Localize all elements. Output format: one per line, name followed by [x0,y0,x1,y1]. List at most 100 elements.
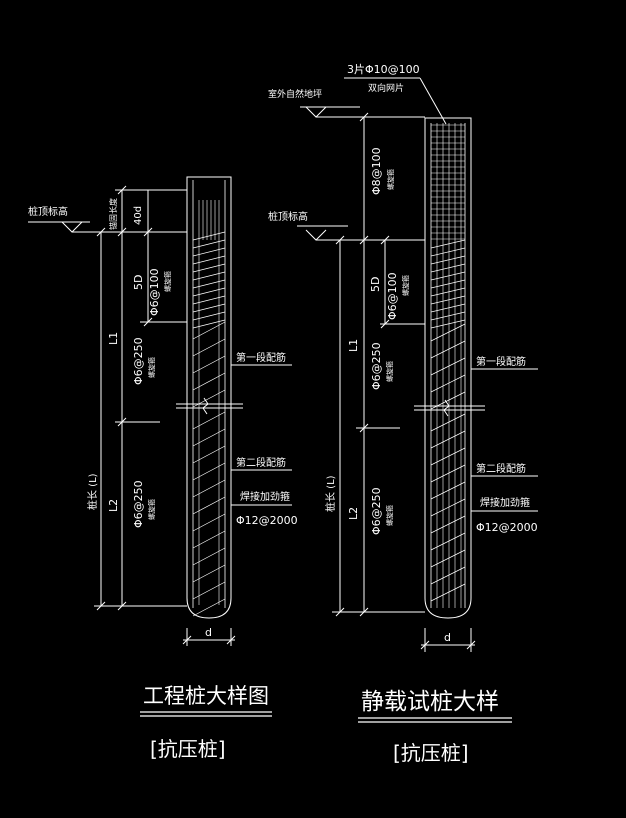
left-pile-top-label: 桩顶标高 [28,205,68,218]
right-pile-length: 桩长 (L) [324,475,337,512]
rebar-line [192,547,226,566]
rebar-line [430,413,466,432]
left-spiral-dense: Φ6@100 [148,268,161,316]
rebar-line [430,583,466,602]
rebar-line [192,303,226,313]
rebar-line [192,564,226,583]
rebar-line [192,462,226,481]
rebar-line [430,481,466,500]
right-mesh-label-2: 双向网片 [368,82,404,94]
rebar-line [192,355,226,374]
rebar-line [430,498,466,517]
right-ground-label: 室外自然地坪 [268,88,322,100]
rebar-line [192,279,226,289]
right-spiral-note-1: 螺旋箍 [401,275,410,296]
right-spiral-note-top: 螺旋箍 [386,169,395,190]
left-pile-length: 桩长 (L) [86,473,99,510]
rebar-line [430,340,466,359]
right-pile-detail [297,77,538,723]
left-diameter-label: d [205,626,212,639]
rebar-line [430,311,466,321]
left-spiral-stirrups [192,231,226,617]
rebar-line [192,295,226,305]
rebar-line [192,598,226,617]
rebar-line [430,295,466,305]
rebar-line [192,255,226,265]
right-section1-label: 第一段配筋 [476,355,526,368]
right-title: 静载试桩大样 [361,689,499,715]
rebar-line [192,581,226,600]
rebar-line [430,515,466,534]
rebar-line [430,303,466,313]
rebar-line [430,271,466,281]
left-pile-detail [28,176,292,717]
left-spiral-sparse: Φ6@250 [132,337,145,385]
right-stiffener-spec: Φ12@2000 [476,521,538,534]
rebar-line [430,566,466,585]
left-pile-outline [186,176,232,619]
right-dim-l1: L1 [347,339,360,352]
rebar-line [192,338,226,357]
left-pile-labels: 桩顶标高 锚固长度 40d 5D Φ6@100 螺旋箍 L1 Φ6@250 螺旋… [28,198,298,761]
rebar-line [430,323,466,342]
rebar-line [430,255,466,265]
rebar-line [192,263,226,273]
rebar-line [430,287,466,297]
left-spiral-note-3: 螺旋箍 [147,499,156,520]
left-stiffener-spec: Φ12@2000 [236,514,298,527]
rebar-line [430,263,466,273]
right-dim-l2: L2 [347,507,360,520]
right-pile-top-label: 桩顶标高 [268,210,308,223]
right-spiral-note-2: 螺旋箍 [385,361,394,382]
right-spiral-dense: Φ6@100 [386,272,399,320]
rebar-line [192,319,226,329]
rebar-line [192,231,226,241]
rebar-line [192,247,226,257]
right-section2-label: 第二段配筋 [476,462,526,475]
left-title: 工程桩大样图 [143,684,269,708]
rebar-line [430,357,466,376]
right-rebar-grid [431,123,465,608]
left-spiral-note-1: 螺旋箍 [163,271,172,292]
rebar-line [430,464,466,483]
left-dim-l1: L1 [107,332,120,345]
rebar-line [192,239,226,249]
rebar-line [192,496,226,515]
left-stiffener-label: 焊接加劲箍 [240,490,290,503]
left-section1-label: 第一段配筋 [236,351,286,364]
right-diameter-label: d [444,631,451,644]
rebar-line [192,311,226,321]
rebar-line [192,428,226,447]
left-dim-5d: 5D [132,275,145,290]
left-dim-40d: 40d [133,206,144,225]
rebar-line [192,513,226,532]
rebar-line [430,532,466,551]
rebar-line [192,287,226,297]
rebar-line [192,321,226,340]
rebar-line [192,445,226,464]
rebar-line [430,374,466,393]
right-spiral-sparse-2: Φ6@250 [370,487,383,535]
left-spiral-sparse-2: Φ6@250 [132,480,145,528]
left-dim-l2: L2 [107,499,120,512]
right-pile-outline [424,117,472,619]
rebar-line [430,319,466,329]
right-spiral-top: Φ8@100 [370,147,383,195]
rebar-line [430,239,466,249]
rebar-line [430,549,466,568]
right-stiffener-label: 焊接加劲箍 [480,496,530,509]
left-anchor-length: 锚固长度 [108,198,118,230]
right-dim-5d: 5D [369,277,382,292]
right-subtitle: [抗压桩] [393,741,469,765]
left-spiral-note-2: 螺旋箍 [147,357,156,378]
rebar-line [430,279,466,289]
right-spiral-note-3: 螺旋箍 [385,505,394,526]
right-mesh-label-1: 3片Φ10@100 [347,63,420,76]
right-spiral-sparse: Φ6@250 [370,342,383,390]
left-subtitle: [抗压桩] [150,737,226,761]
rebar-line [430,430,466,449]
rebar-line [192,372,226,391]
rebar-line [192,271,226,281]
left-section2-label: 第二段配筋 [236,456,286,469]
